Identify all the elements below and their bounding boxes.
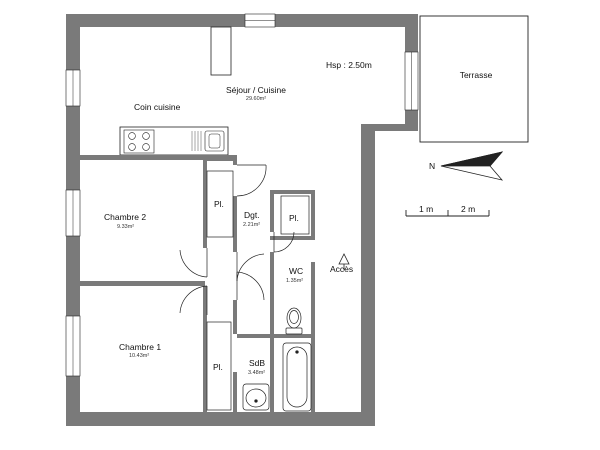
washbasin-icon	[242, 383, 270, 411]
door-swings	[179, 164, 295, 315]
room-area-chambre1: 10.43m²	[129, 353, 150, 359]
placard-chambre1	[206, 321, 232, 411]
room-area-wc: 1.35m²	[286, 278, 304, 284]
sink-icon	[204, 130, 225, 152]
interior-walls	[80, 155, 315, 412]
bathtub-icon	[282, 342, 312, 412]
room-name-terrasse: Terrasse	[459, 70, 493, 80]
room-name-chambre1: Chambre 1	[119, 342, 162, 352]
entrance-arrow-icon	[338, 253, 350, 270]
room-area-dgt: 2.21m²	[243, 222, 261, 228]
room-area-sejour: 29.60m²	[245, 96, 267, 102]
hob-burner-icon	[142, 132, 150, 140]
scale-label-2m: 2 m	[461, 204, 476, 214]
room-name-chambre2: Chambre 2	[104, 212, 147, 222]
room-name-wc: WC	[289, 266, 304, 276]
scale-label-1m: 1 m	[419, 204, 434, 214]
hob-burner-icon	[128, 132, 136, 140]
hob-burner-icon	[142, 143, 150, 151]
placard-label-dgt: Pl.	[289, 213, 299, 223]
placard-label-chambre2: Pl.	[214, 199, 224, 209]
entrance-label: Accès	[330, 264, 354, 274]
room-area-sdb: 3.48m²	[248, 370, 266, 376]
placard-label-chambre1: Pl.	[213, 362, 223, 372]
room-area-chambre2: 9.33m²	[117, 224, 135, 230]
room-name-coin-cuisine: Coin cuisine	[134, 102, 181, 112]
scale-bar	[405, 210, 490, 217]
toilet-icon	[285, 307, 303, 335]
room-name-sdb: SdB	[249, 358, 266, 368]
column	[210, 26, 232, 76]
placard-dgt	[280, 195, 310, 235]
room-name-dgt: Dgt.	[244, 210, 260, 220]
hob-burner-icon	[128, 143, 136, 151]
terrace-outline	[419, 15, 529, 143]
north-label: N	[429, 161, 436, 171]
room-name-sejour: Séjour / Cuisine	[225, 85, 287, 95]
placard-chambre2	[206, 170, 234, 238]
ceiling-height-label: Hsp : 2.50m	[326, 60, 372, 70]
north-arrow-icon	[440, 151, 504, 181]
